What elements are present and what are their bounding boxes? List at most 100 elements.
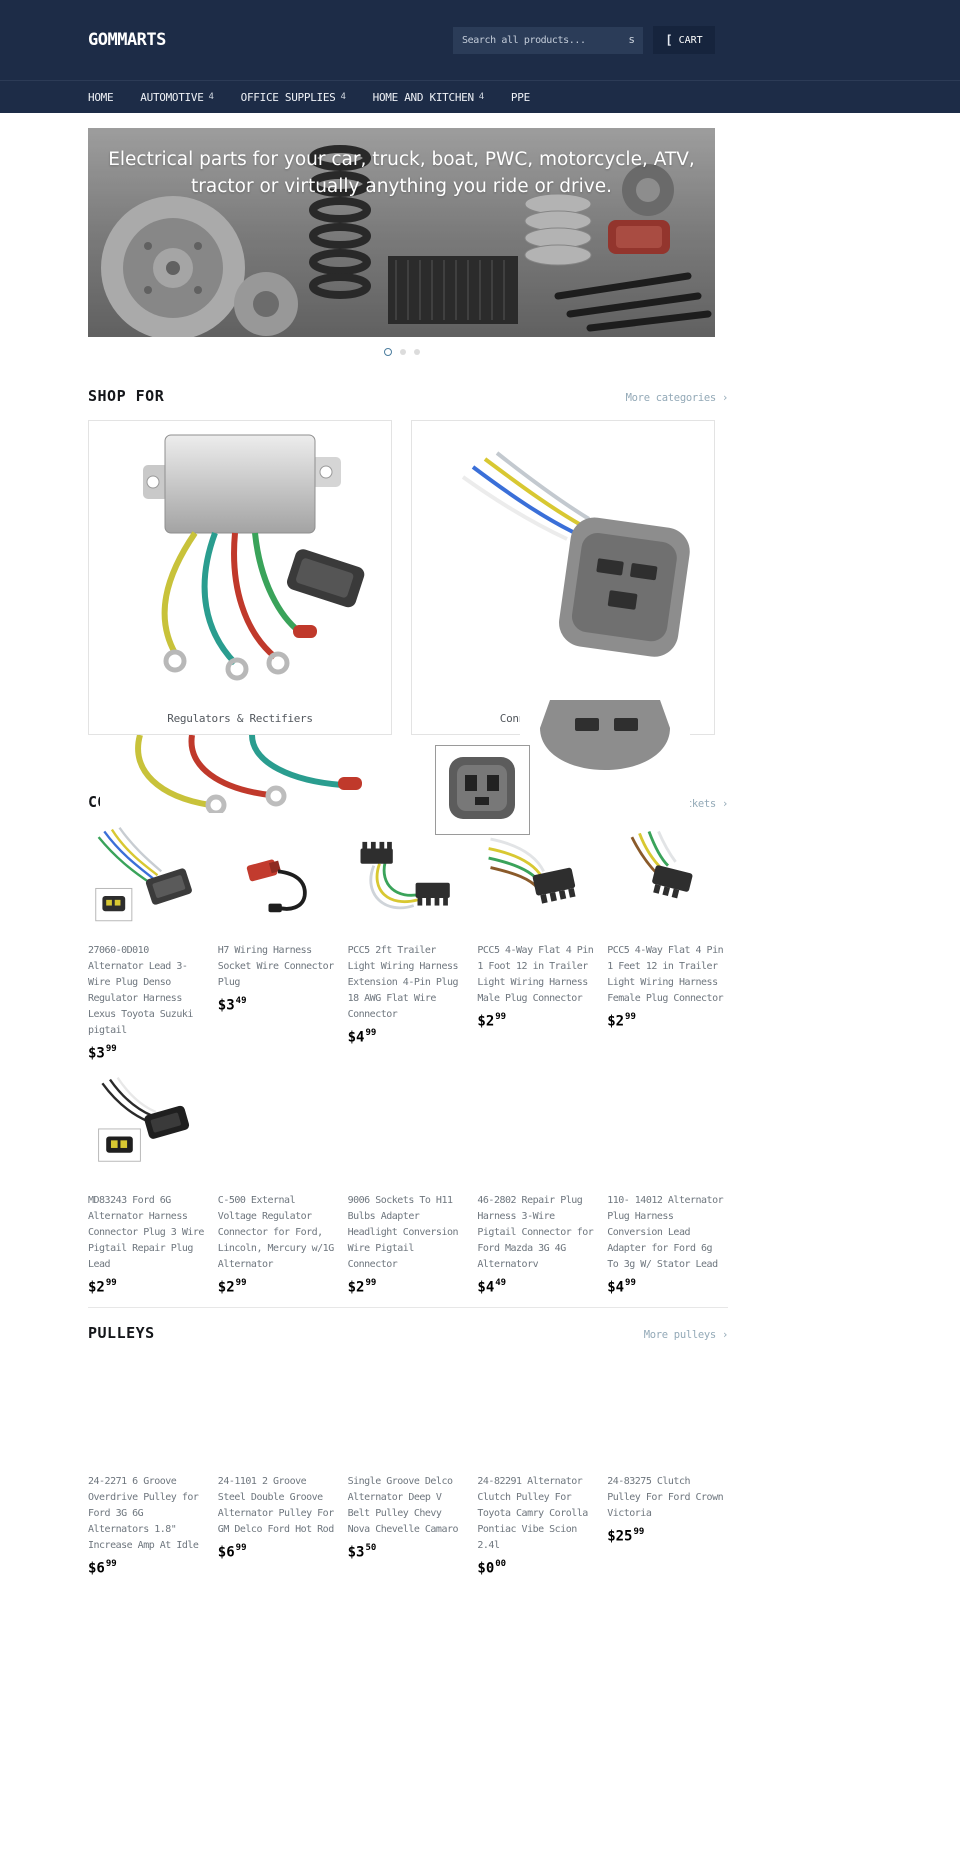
price-dollars: $2 [347,1279,365,1296]
product-card[interactable]: MD83243 Ford 6G Alternator Harness Conne… [88,1070,209,1296]
product-price: $399 [88,1044,209,1062]
product-title[interactable]: PCC5 2ft Trailer Light Wiring Harness Ex… [347,945,459,1020]
pulleys-product-grid: 24-2271 6 Groove Overdrive Pulley for Fo… [88,1352,728,1577]
product-image[interactable] [607,1352,728,1467]
nav-label: HOME AND KITCHEN [372,90,474,104]
price-cents: 00 [495,1559,507,1570]
product-image[interactable] [347,1070,469,1185]
product-image[interactable] [88,1352,209,1467]
price-cents: 99 [625,1277,636,1288]
price-dollars: $2 [477,1013,495,1030]
product-card[interactable]: 24-1101 2 Groove Steel Double Groove Alt… [217,1352,339,1561]
product-card[interactable]: 24-82291 Alternator Clutch Pulley For To… [477,1352,599,1577]
product-title[interactable]: 24-82291 Alternator Clutch Pulley For To… [477,1476,588,1552]
product-card[interactable]: PCC5 2ft Trailer Light Wiring Harness Ex… [347,821,469,1046]
product-title[interactable]: PCC5 4-Way Flat 4 Pin 1 Feet 12 in Trail… [607,945,724,1004]
carousel-dot-1-active[interactable] [383,347,392,356]
nav-label: HOME [88,90,114,104]
product-card[interactable]: H7 Wiring Harness Socket Wire Connector … [217,821,339,1014]
product-image[interactable] [88,821,209,935]
more-categories-link[interactable]: More categories › [625,392,729,404]
chevron-down-icon: 4 [340,92,346,102]
product-title[interactable]: 24-83275 Clutch Pulley For Ford Crown Vi… [607,1476,724,1520]
header-top: GOMMARTS s [ CART [0,0,960,80]
connectors-product-grid: 27060-0D010 Alternator Lead 3-Wire Plug … [88,821,728,1295]
product-title[interactable]: PCC5 4-Way Flat 4 Pin 1 Foot 12 in Trail… [477,945,594,1004]
nav-item-home-and-kitchen[interactable]: HOME AND KITCHEN 4 [372,90,485,104]
product-image[interactable] [217,821,339,935]
product-price: $000 [477,1559,598,1577]
product-card[interactable]: 24-2271 6 Groove Overdrive Pulley for Fo… [88,1352,209,1577]
nav-item-automotive[interactable]: AUTOMOTIVE 4 [140,91,214,104]
price-cents: 99 [235,1543,247,1554]
category-card-regulators[interactable]: Regulators & Rectifiers [88,420,392,735]
product-title[interactable]: 46-2802 Repair Plug Harness 3-Wire Pigta… [477,1194,594,1270]
price-dollars: $6 [88,1560,105,1577]
category-card-connectors[interactable]: Connectors & Sockets [411,420,715,735]
cart-button[interactable]: [ CART [653,26,715,54]
overflowing-connector-image-artifact [520,700,690,812]
price-dollars: $6 [217,1544,235,1561]
product-title[interactable]: 24-2271 6 Groove Overdrive Pulley for Fo… [88,1476,199,1552]
product-price: $499 [347,1028,469,1046]
nav-item-home[interactable]: HOME [88,90,114,104]
product-image[interactable] [607,821,728,935]
site-header: GOMMARTS s [ CART HOME AUTOMOTIVE 4 OFFI… [0,0,960,113]
product-image[interactable] [217,1070,339,1185]
product-title[interactable]: 110- 14012 Alternator Plug Harness Conve… [607,1194,724,1270]
product-title[interactable]: Single Groove Delco Alternator Deep V Be… [347,1476,459,1536]
price-cents: 99 [105,1559,117,1570]
hero-heading-line2: tractor or virtually anything you ride o… [191,176,612,197]
product-price: $299 [218,1277,339,1296]
price-cents: 99 [365,1277,377,1288]
price-cents: 50 [365,1543,377,1554]
product-title[interactable]: 27060-0D010 Alternator Lead 3-Wire Plug … [88,945,193,1036]
cart-label: CART [678,34,703,46]
search-icon[interactable]: s [628,32,635,46]
product-price: $699 [217,1543,339,1561]
more-pulleys-link[interactable]: More pulleys › [643,1329,729,1342]
product-price: $699 [88,1559,209,1577]
product-image[interactable] [607,1070,728,1185]
product-price: $299 [477,1012,598,1030]
product-card[interactable]: 110- 14012 Alternator Plug Harness Conve… [607,1070,728,1295]
price-dollars: $4 [347,1029,365,1046]
product-card[interactable]: 27060-0D010 Alternator Lead 3-Wire Plug … [88,821,209,1062]
product-image[interactable] [88,1070,209,1185]
shop-for-heading: SHOP FOR [88,387,165,405]
product-card[interactable]: 9006 Sockets To H11 Bulbs Adapter Headli… [347,1070,469,1296]
price-cents: 99 [105,1044,117,1054]
product-title[interactable]: C-500 External Voltage Regulator Connect… [217,1194,334,1270]
logo[interactable]: GOMMARTS [88,30,166,50]
nav-item-office-supplies[interactable]: OFFICE SUPPLIES 4 [241,91,346,104]
hero-heading-line1: Electrical parts for your car, truck, bo… [108,149,695,170]
carousel-dot-2[interactable] [399,348,406,355]
product-card[interactable]: PCC5 4-Way Flat 4 Pin 1 Foot 12 in Trail… [477,821,599,1030]
search-input[interactable] [453,26,643,54]
price-dollars: $3 [88,1045,105,1062]
product-image[interactable] [477,1070,599,1185]
product-title[interactable]: 9006 Sockets To H11 Bulbs Adapter Headli… [347,1194,459,1270]
product-title[interactable]: H7 Wiring Harness Socket Wire Connector … [217,945,334,988]
price-cents: 99 [625,1012,636,1022]
price-cents: 99 [235,1277,247,1288]
price-cents: 49 [235,996,247,1006]
product-card[interactable]: C-500 External Voltage Regulator Connect… [217,1070,339,1296]
nav-item-ppe[interactable]: PPE [511,91,530,104]
category-label[interactable]: Regulators & Rectifiers [167,712,313,725]
product-card[interactable]: Single Groove Delco Alternator Deep V Be… [347,1352,469,1561]
product-image[interactable] [347,821,469,935]
product-image[interactable] [477,821,599,935]
product-card[interactable]: 46-2802 Repair Plug Harness 3-Wire Pigta… [477,1070,599,1295]
product-image[interactable] [477,1352,599,1467]
product-card[interactable]: 24-83275 Clutch Pulley For Ford Crown Vi… [607,1352,728,1545]
product-title[interactable]: MD83243 Ford 6G Alternator Harness Conne… [88,1194,204,1270]
product-title[interactable]: 24-1101 2 Groove Steel Double Groove Alt… [217,1476,334,1536]
price-dollars: $2 [88,1279,105,1296]
product-image[interactable] [347,1352,469,1467]
carousel-dot-3[interactable] [413,348,420,355]
auto-parts-photo [88,128,715,337]
chevron-down-icon: 4 [478,92,484,102]
product-card[interactable]: PCC5 4-Way Flat 4 Pin 1 Feet 12 in Trail… [607,821,728,1030]
product-image[interactable] [217,1352,339,1467]
